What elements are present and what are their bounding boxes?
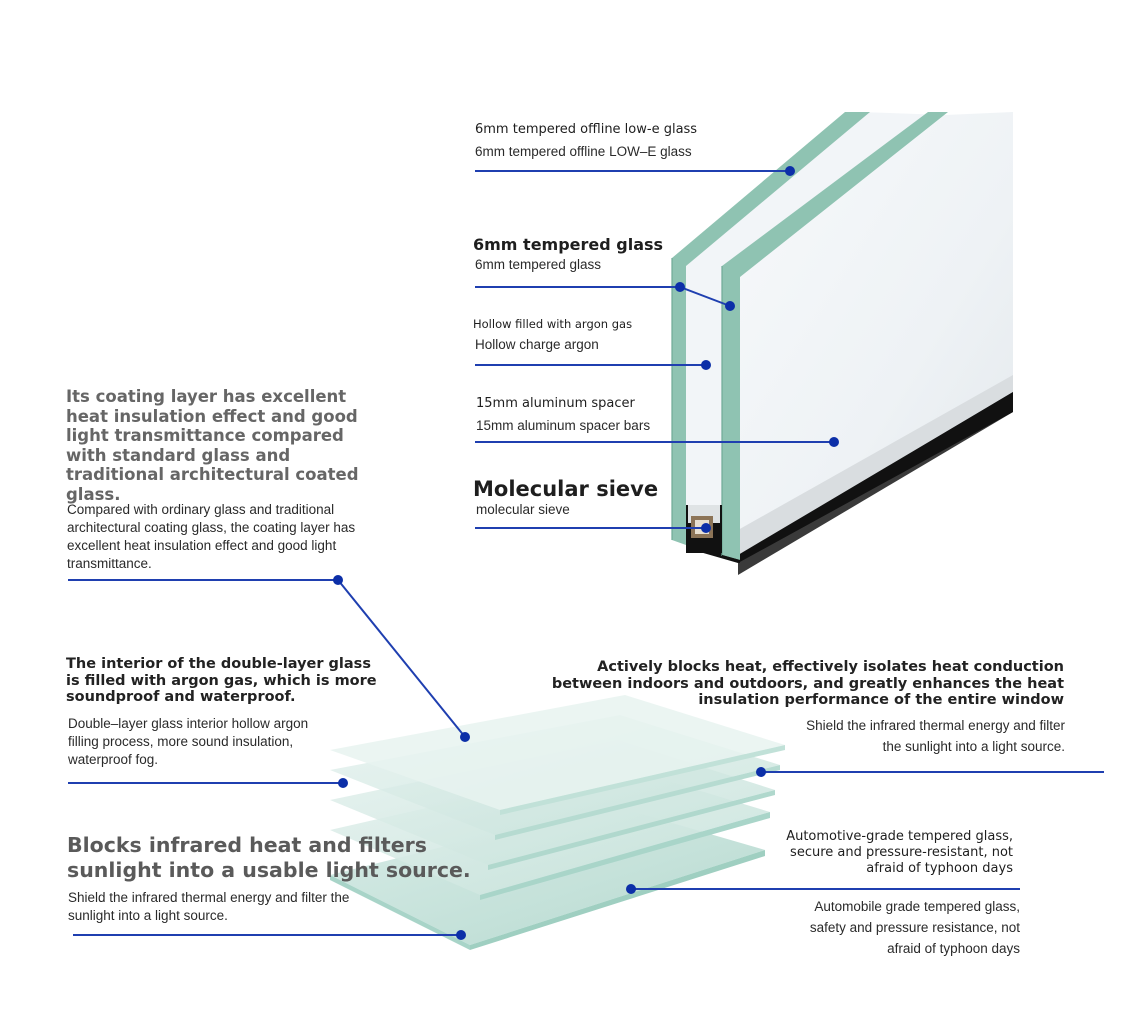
glass-sheet-stack [330,695,785,950]
glass-sheet-1 [330,695,785,810]
dot-infrared [456,930,466,940]
cavity-face [686,112,945,540]
heat-block-heading: Actively blocks heat, effectively isolat… [551,659,1064,708]
dot-lowe [785,166,795,176]
argon-heading: The interior of the double-layer glass i… [66,656,377,705]
dot-tempered-1 [675,282,685,292]
sieve-title: Molecular sieve [473,477,659,501]
rear-pane-edge [722,112,948,560]
dot-argon [338,778,348,788]
tempered-title: 6mm tempered glass [473,235,664,254]
spacer-band [738,375,1013,555]
insulated-glass-unit [671,112,1013,575]
dot-argon-gas [701,360,711,370]
infrared-body: Shield the infrared thermal energy and f… [68,890,350,923]
coating-heading: Its coating layer has excellent heat ins… [66,387,359,504]
argon-gas-sublabel: Hollow charge argon [475,337,599,352]
leader-lines [68,170,1104,936]
argon-body: Double–layer glass interior hollow argon… [68,716,309,767]
spacer-sublabel: 15mm aluminum spacer bars [476,418,651,433]
lowe-label: 6mm tempered offline low-e glass [475,122,698,137]
dot-heat-block [756,767,766,777]
infrared-heading: Blocks infrared heat and filters sunligh… [67,833,471,882]
spacer-label: 15mm aluminum spacer [476,396,635,411]
sieve-sub: molecular sieve [476,502,570,517]
automotive-body: Automobile grade tempered glass, safety … [809,899,1020,956]
dot-spacer [829,437,839,447]
dot-automotive [626,884,636,894]
dot-sieve [701,523,711,533]
argon-gas-label: Hollow filled with argon gas [473,317,633,331]
dot-tempered-2 [725,301,735,311]
dot-coating-1 [333,575,343,585]
coating-body: Compared with ordinary glass and traditi… [67,502,356,571]
dot-coating-2 [460,732,470,742]
front-pane-edge [672,112,870,545]
leader-dots [333,166,839,940]
heat-block-body: Shield the infrared thermal energy and f… [806,718,1065,754]
lowe-sublabel: 6mm tempered offline LOW–E glass [475,144,692,159]
automotive-heading: Automotive-grade tempered glass, secure … [786,829,1013,876]
tempered-sub: 6mm tempered glass [475,257,602,272]
